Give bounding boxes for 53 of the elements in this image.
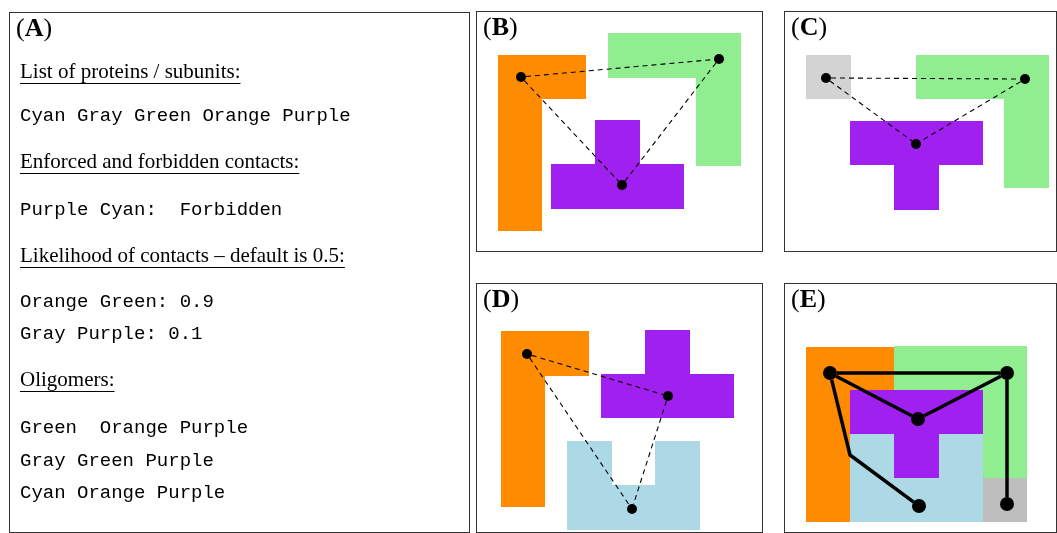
l-shaped-block — [498, 55, 586, 231]
panel-label: (E) — [791, 284, 826, 314]
panel-label: (A) — [16, 13, 53, 43]
t-shaped-block — [551, 120, 684, 209]
section-heading: Oligomers: — [20, 367, 115, 391]
contact-dot — [663, 391, 673, 401]
contact-dot — [522, 349, 532, 359]
code-line: Gray Purple: 0.1 — [20, 323, 203, 345]
panel-frame — [9, 12, 470, 533]
panel-label: (B) — [483, 12, 518, 42]
t-shaped-block — [850, 121, 983, 210]
contact-dot — [627, 504, 637, 514]
panel-label: (D) — [483, 284, 520, 314]
l-shaped-block — [608, 33, 741, 166]
contact-dot — [617, 180, 627, 190]
panel-frame — [476, 11, 763, 252]
code-line: Orange Green: 0.9 — [20, 291, 214, 313]
contact-line — [523, 80, 620, 182]
panel-frame — [784, 11, 1057, 252]
panel-frame — [476, 283, 763, 533]
l-shaped-block — [806, 347, 894, 522]
section-heading: Enforced and forbidden contacts: — [20, 149, 300, 173]
contact-dot — [714, 54, 724, 64]
t-shaped-block — [601, 330, 734, 418]
contact-dot — [1020, 74, 1030, 84]
code-line: Purple Cyan: Forbidden — [20, 199, 283, 221]
code-line: Gray Green Purple — [20, 450, 214, 472]
contact-line — [1005, 380, 1009, 497]
panel-label: (C) — [791, 12, 828, 42]
contact-dot — [821, 73, 831, 83]
code-line: Cyan Orange Purple — [20, 482, 226, 504]
u-shaped-block — [850, 434, 983, 522]
contact-dot — [911, 139, 921, 149]
contact-line — [835, 374, 913, 418]
square-block — [983, 478, 1027, 522]
panel-frame — [784, 283, 1057, 533]
l-shaped-block — [916, 55, 1049, 188]
contact-line — [829, 80, 913, 142]
section-heading: Likelihood of contacts – default is 0.5: — [20, 243, 345, 267]
u-shaped-block — [567, 441, 700, 530]
code-line: Green Orange Purple — [20, 417, 249, 439]
section-heading: List of proteins / subunits: — [20, 59, 241, 83]
contact-line — [531, 354, 664, 396]
contact-line — [837, 371, 1000, 375]
code-line: Cyan Gray Green Orange Purple — [20, 105, 351, 127]
contact-line — [923, 374, 1002, 418]
contact-dot — [516, 72, 526, 82]
l-shaped-block — [501, 331, 589, 507]
contact-line — [624, 62, 717, 182]
contact-line — [529, 357, 630, 506]
t-shaped-block — [850, 390, 983, 478]
contact-line — [830, 379, 915, 504]
square-block — [806, 55, 851, 99]
